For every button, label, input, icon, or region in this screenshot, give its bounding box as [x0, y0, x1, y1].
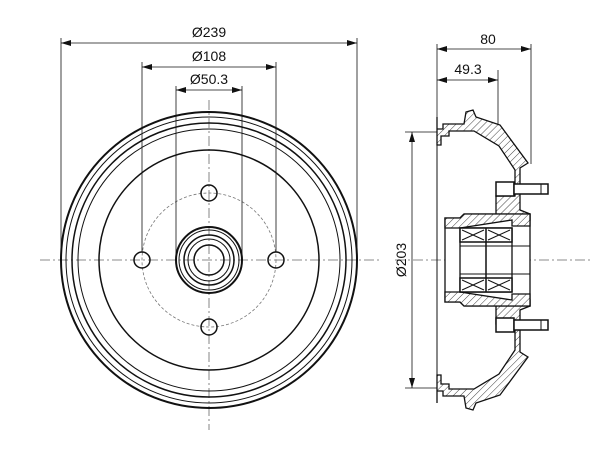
drum-rim-circle-2: [65, 116, 353, 404]
bearing-rollers: [461, 229, 511, 291]
side-section-view: 80 49.3 Ø203: [393, 31, 590, 411]
bolt-hole-bottom: [200, 318, 218, 336]
hub-shell-top: [444, 213, 531, 229]
label-center-bore: Ø50.3: [190, 71, 228, 87]
drum-wall-top-section: [436, 109, 531, 221]
label-flange-height: 49.3: [454, 61, 481, 77]
label-total-height: 80: [480, 31, 496, 47]
arrow-height-right: [521, 46, 531, 52]
hub-shell-bottom: [444, 291, 531, 307]
arrow-flange-right: [488, 77, 498, 83]
arrow-outer-right: [347, 40, 357, 46]
label-drum-inner-diameter: Ø203: [393, 243, 409, 277]
arrow-bore-left: [176, 87, 186, 93]
drum-inner-circle: [71, 122, 347, 398]
bolt-circle: [141, 192, 277, 328]
arrow-flange-left: [437, 77, 447, 83]
bolt-hole-top: [200, 184, 218, 202]
bearing-inner-circle: [193, 244, 225, 276]
wheel-stud-top: [495, 181, 549, 197]
label-bolt-circle: Ø108: [192, 48, 226, 64]
wheel-stud-bottom: [495, 317, 549, 333]
bearing-ring-circle: [187, 238, 231, 282]
arrow-bolt-left: [142, 64, 152, 70]
hub-face-circle: [98, 149, 320, 371]
arrow-bore-right: [232, 87, 242, 93]
bore-ring-circle: [178, 229, 240, 291]
arrow-inner-top: [409, 132, 415, 142]
label-outer-diameter: Ø239: [192, 24, 226, 40]
bearing-outer-circle: [183, 234, 235, 286]
front-view: Ø239 Ø108 Ø50.3: [40, 24, 380, 430]
arrow-bolt-right: [266, 64, 276, 70]
arrow-height-left: [437, 46, 447, 52]
drum-step-circle: [77, 128, 341, 392]
arrow-outer-left: [61, 40, 71, 46]
drum-wall-bottom-section: [436, 299, 531, 411]
arrow-inner-bottom: [409, 378, 415, 388]
